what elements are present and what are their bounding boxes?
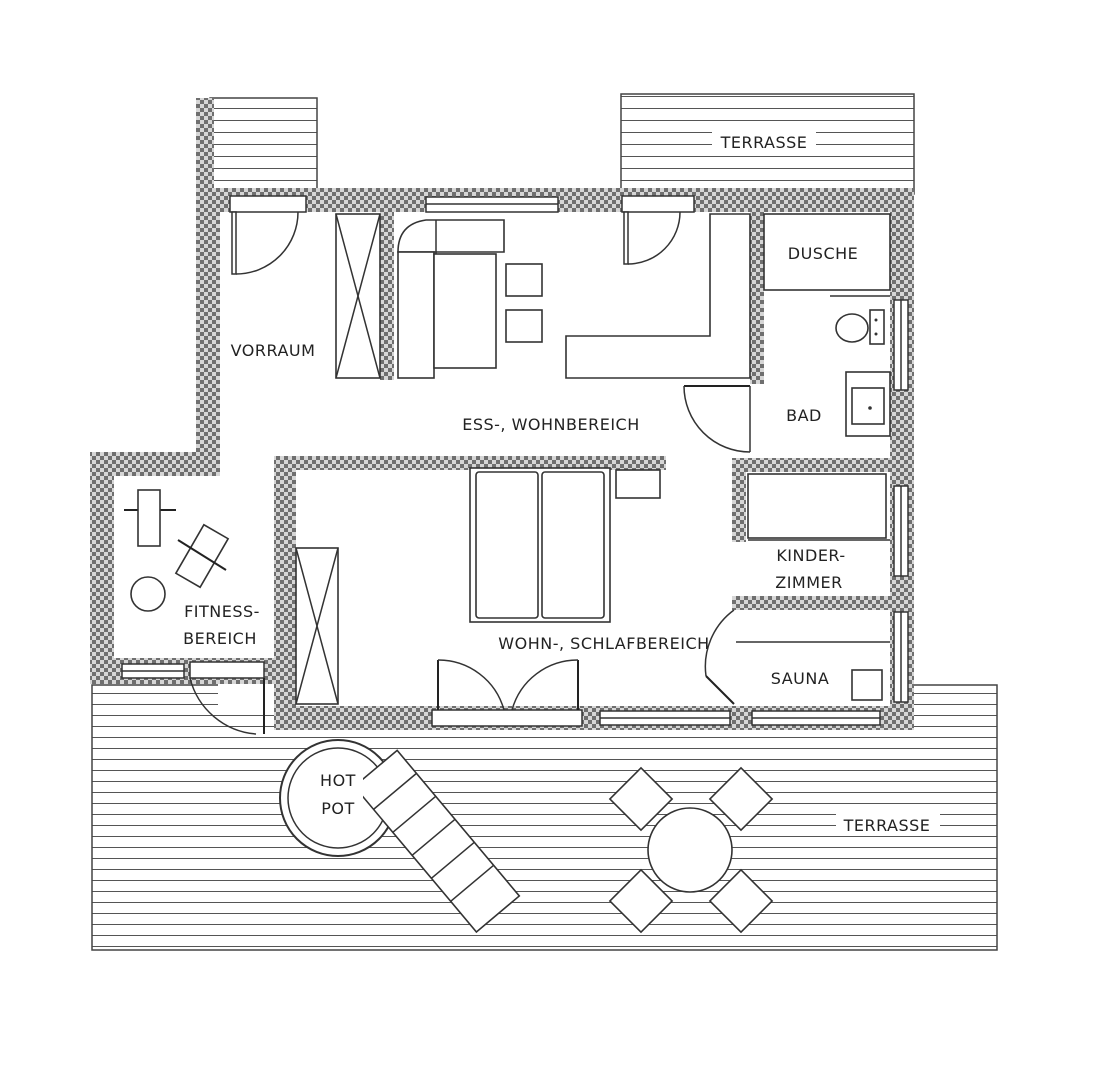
label-vorraum: VORRAUM xyxy=(231,341,316,360)
doors xyxy=(189,195,751,735)
terrace-table-set xyxy=(608,766,774,934)
label-fitness-2: BEREICH xyxy=(183,629,257,648)
label-sauna: SAUNA xyxy=(771,669,830,688)
sofa xyxy=(397,219,505,379)
double-bed xyxy=(469,467,611,623)
desk xyxy=(615,469,661,499)
walls xyxy=(90,98,914,730)
room-labels: TERRASSE VORRAUM ESS-, WOHNBEREICH DUSCH… xyxy=(183,130,940,836)
windows xyxy=(121,196,909,726)
label-hotpot-2: POT xyxy=(321,799,355,818)
label-wohn-schlafbereich: WOHN-, SCHLAFBEREICH xyxy=(498,634,709,653)
toilet xyxy=(835,309,885,345)
label-ess-wohnbereich: ESS-, WOHNBEREICH xyxy=(462,415,640,434)
label-bad: BAD xyxy=(786,406,822,425)
hot-pot-stairs xyxy=(353,749,521,934)
sauna-bench xyxy=(736,641,890,701)
label-fitness-1: FITNESS- xyxy=(184,602,260,621)
kids-bed xyxy=(747,473,890,541)
label-dusche: DUSCHE xyxy=(788,244,859,263)
label-terrasse-bottom: TERRASSE xyxy=(843,816,931,835)
kitchen-counter xyxy=(565,213,751,379)
label-kinderzimmer-1: KINDER- xyxy=(776,546,845,565)
top-left-terrace-decking xyxy=(209,97,318,195)
sink xyxy=(845,371,891,437)
fitness-equipment xyxy=(124,489,230,612)
label-hotpot-1: HOT xyxy=(320,771,356,790)
label-kinderzimmer-2: ZIMMER xyxy=(775,573,843,592)
label-terrasse-top: TERRASSE xyxy=(720,133,808,152)
stools xyxy=(505,263,543,343)
shower xyxy=(763,213,891,297)
wardrobe-vorraum xyxy=(335,213,381,379)
wardrobe-wohnbereich xyxy=(295,547,339,705)
